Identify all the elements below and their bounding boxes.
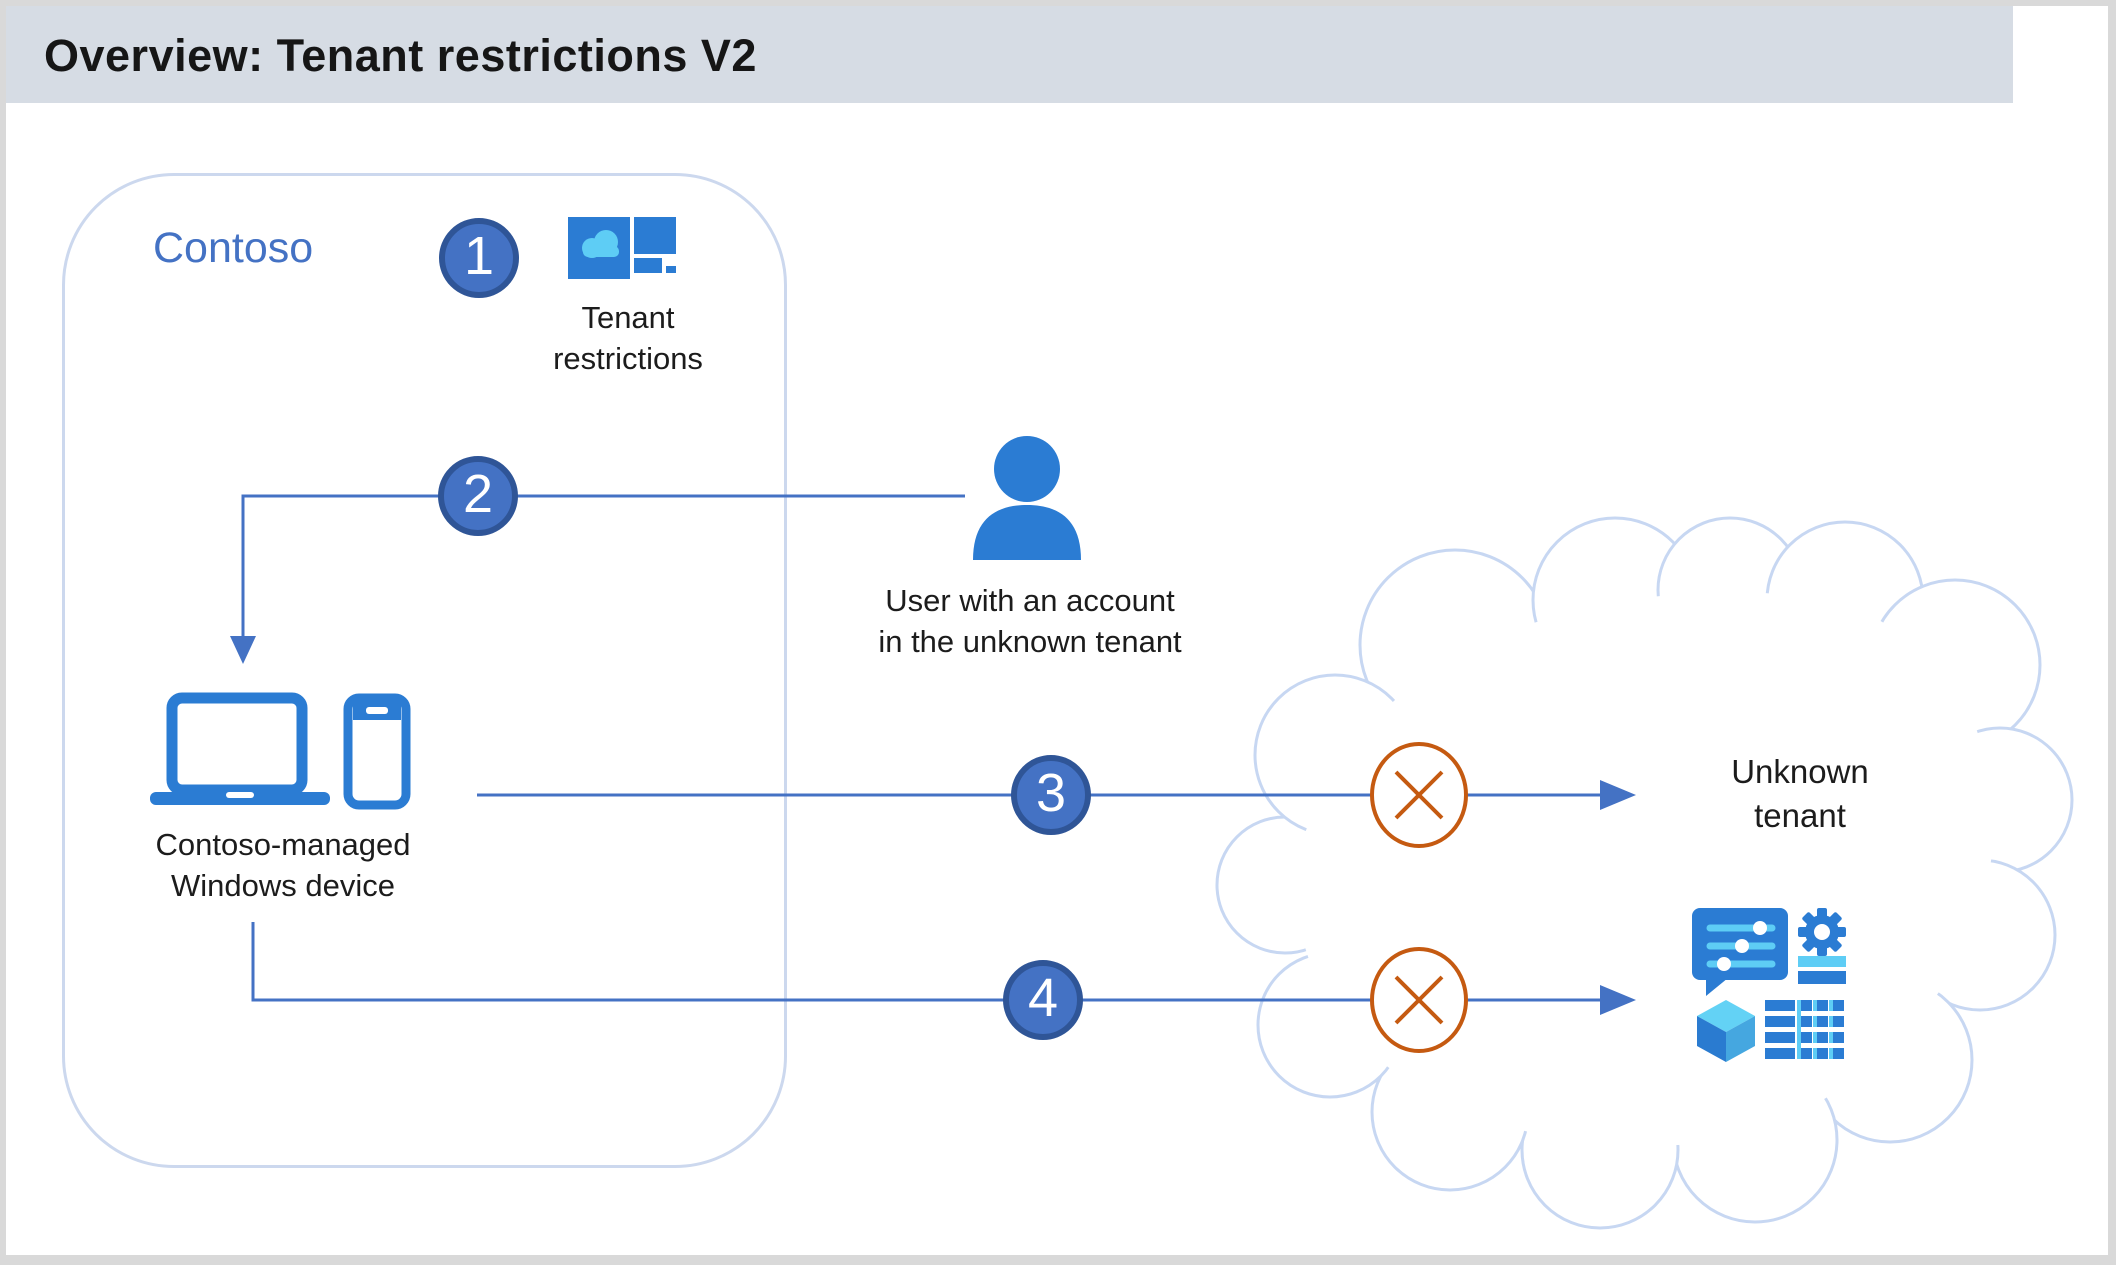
table-icon [1765, 1000, 1844, 1059]
flow-4-line [251, 922, 1600, 1002]
tenant-restrictions-label-line1: Tenant [581, 300, 675, 335]
managed-device-label: Contoso-managed Windows device [83, 824, 483, 906]
user-label-line2: in the unknown tenant [878, 624, 1182, 659]
blocked-x-icon-flow3 [1370, 742, 1468, 848]
step-2-badge: 2 [438, 456, 518, 536]
laptop-icon [166, 692, 308, 796]
unknown-tenant-cloud [1215, 516, 2074, 1230]
gear-icon [1798, 908, 1846, 984]
tenant-restrictions-label: Tenant restrictions [498, 297, 758, 379]
step-3-badge: 3 [1011, 755, 1091, 835]
chat-settings-icon [1692, 908, 1788, 996]
managed-device-label-line1: Contoso-managed [155, 827, 411, 862]
tenant-restrictions-label-line2: restrictions [553, 341, 703, 376]
blocked-x-icon-flow4 [1370, 947, 1468, 1053]
title-bar: Overview: Tenant restrictions V2 [6, 6, 2013, 103]
unknown-tenant-label-line2: tenant [1754, 797, 1846, 834]
managed-device-label-line2: Windows device [171, 868, 395, 903]
user-label: User with an account in the unknown tena… [805, 580, 1255, 662]
user-icon [973, 436, 1081, 560]
connector-arrowheads [230, 636, 1636, 1015]
tenant-apps-icons [1692, 908, 1846, 1062]
flow-3-arrowhead [1600, 780, 1636, 810]
page-title: Overview: Tenant restrictions V2 [44, 30, 757, 81]
tenant-restrictions-icon [568, 217, 676, 279]
cloud-glyph [582, 230, 619, 258]
step-1-badge: 1 [439, 218, 519, 298]
flow-4-arrowhead [1600, 985, 1636, 1015]
step-4-badge: 4 [1003, 960, 1083, 1040]
contoso-tenant-boundary [62, 173, 787, 1168]
unknown-tenant-label-line1: Unknown [1731, 753, 1869, 790]
flow-2-arrowhead [230, 636, 256, 664]
contoso-label: Contoso [153, 224, 314, 272]
user-label-line1: User with an account [885, 583, 1175, 618]
cube-icon [1697, 1000, 1755, 1062]
flow-2-line [241, 494, 965, 640]
phone-icon [343, 693, 411, 810]
unknown-tenant-label: Unknown tenant [1672, 750, 1928, 838]
windows-devices-icon [150, 692, 411, 810]
